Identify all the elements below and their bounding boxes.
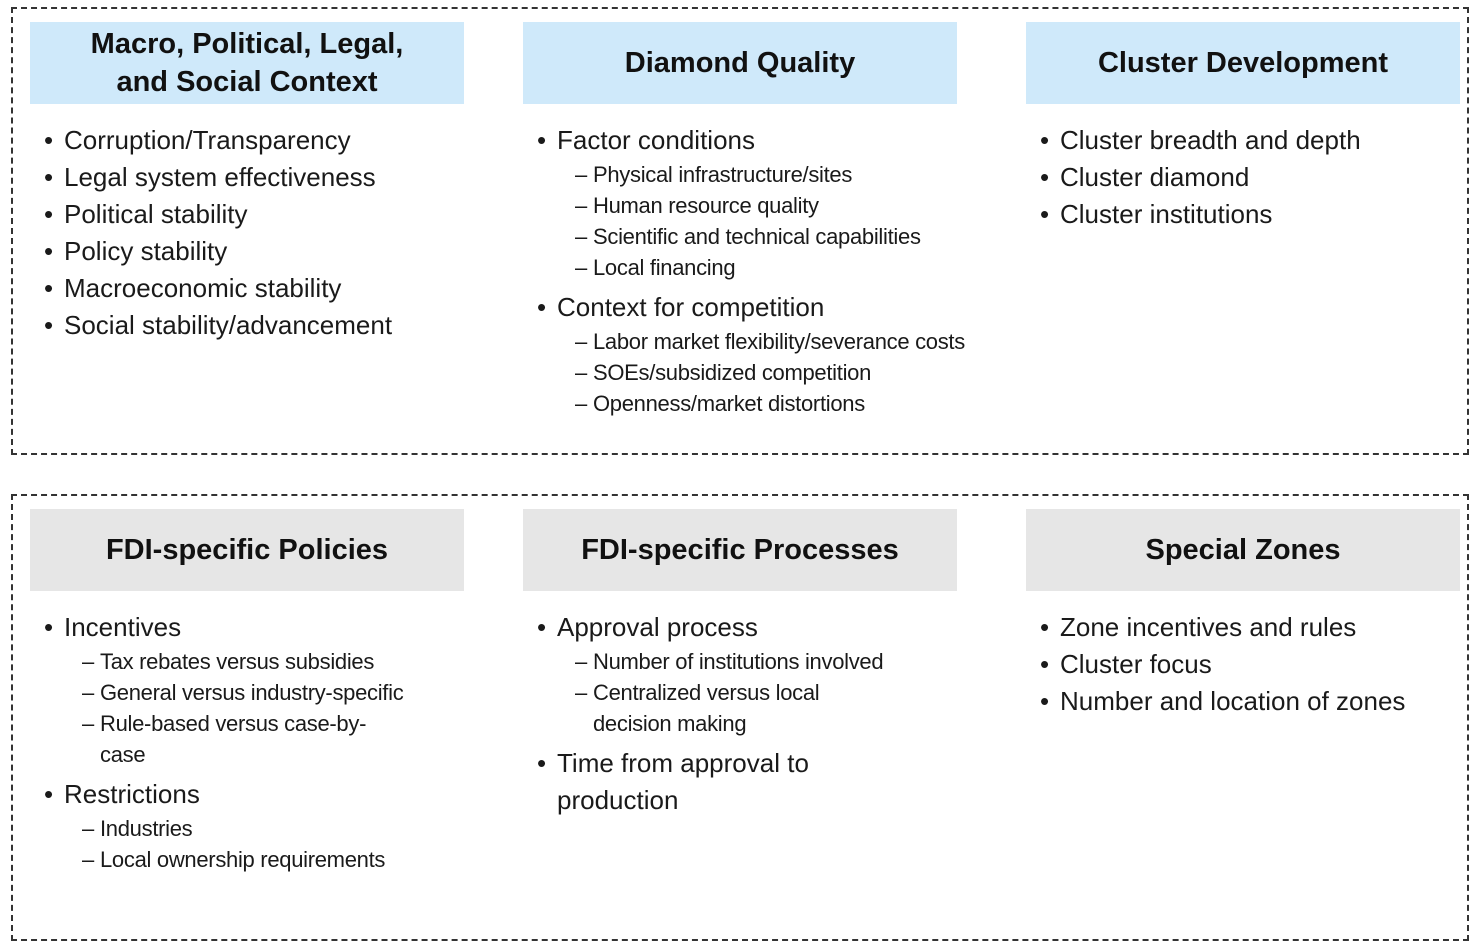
list-item: Time from approval to production <box>523 745 847 819</box>
sub-list-item: General versus industry-specific <box>64 677 444 708</box>
sub-list-item: Tax rebates versus subsidies <box>64 646 444 677</box>
sub-list-item: Physical infrastructure/sites <box>557 159 1003 190</box>
list-item: Cluster institutions <box>1026 196 1460 233</box>
diamond-quality-title: Diamond Quality <box>624 47 856 79</box>
sub-list-item: Labor market flexibility/severance costs <box>557 326 1003 357</box>
list-item: Cluster focus <box>1026 646 1460 683</box>
sub-list-item: Number of institutions involved <box>557 646 957 677</box>
context-panel: Macro, Political, Legal, and Social Cont… <box>11 7 1469 455</box>
fdi-panel: FDI-specific Policies Incentives Tax reb… <box>11 494 1469 941</box>
sub-list: Tax rebates versus subsidies General ver… <box>64 646 444 770</box>
list-item-label: Incentives <box>64 612 182 642</box>
list-item-label: Factor conditions <box>557 125 755 155</box>
fdi-processes-header: FDI-specific Processes <box>523 509 957 591</box>
sub-list-item: Local ownership requirements <box>64 844 464 875</box>
cluster-development-title: Cluster Development <box>1097 47 1389 79</box>
fdi-policies-list: Incentives Tax rebates versus subsidies … <box>30 609 464 881</box>
sub-list: Labor market flexibility/severance costs… <box>557 326 1003 419</box>
macro-context-list: Corruption/Transparency Legal system eff… <box>30 122 464 344</box>
sub-list-item: Human resource quality <box>557 190 1003 221</box>
macro-context-header: Macro, Political, Legal, and Social Cont… <box>30 22 464 104</box>
list-item: Cluster diamond <box>1026 159 1460 196</box>
sub-list: Industries Local ownership requirements <box>64 813 464 875</box>
list-item: Number and location of zones <box>1026 683 1460 720</box>
sub-list-item: Openness/market distortions <box>557 388 1003 419</box>
list-item: Factor conditions Physical infrastructur… <box>523 122 1003 283</box>
fdi-policies-title: FDI-specific Policies <box>105 534 389 566</box>
list-item: Policy stability <box>30 233 464 270</box>
sub-list-item: Local financing <box>557 252 1003 283</box>
list-item: Political stability <box>30 196 464 233</box>
list-item-label: Restrictions <box>64 779 200 809</box>
list-item: Zone incentives and rules <box>1026 609 1460 646</box>
sub-list: Physical infrastructure/sites Human reso… <box>557 159 1003 283</box>
sub-list-item: Scientific and technical capabilities <box>557 221 1003 252</box>
sub-list-item: SOEs/subsidized competition <box>557 357 1003 388</box>
special-zones-list: Zone incentives and rules Cluster focus … <box>1026 609 1460 720</box>
cluster-development-list: Cluster breadth and depth Cluster diamon… <box>1026 122 1460 233</box>
list-item: Approval process Number of institutions … <box>523 609 957 739</box>
sub-list: Number of institutions involved Centrali… <box>557 646 957 739</box>
diamond-quality-header: Diamond Quality <box>523 22 957 104</box>
diamond-quality-list: Factor conditions Physical infrastructur… <box>523 122 1003 425</box>
list-item: Macroeconomic stability <box>30 270 464 307</box>
list-item: Context for competition Labor market fle… <box>523 289 1003 419</box>
list-item-label: Context for competition <box>557 292 825 322</box>
sub-list-item: Centralized versus local decision making <box>557 677 853 739</box>
list-item: Legal system effectiveness <box>30 159 464 196</box>
fdi-processes-title: FDI-specific Processes <box>581 534 899 566</box>
sub-list-item: Industries <box>64 813 464 844</box>
sub-list-item: Rule-based versus case-by-case <box>64 708 400 770</box>
fdi-policies-header: FDI-specific Policies <box>30 509 464 591</box>
macro-context-title: Macro, Political, Legal, and Social Cont… <box>90 28 404 98</box>
fdi-processes-list: Approval process Number of institutions … <box>523 609 957 819</box>
cluster-development-header: Cluster Development <box>1026 22 1460 104</box>
list-item: Corruption/Transparency <box>30 122 464 159</box>
special-zones-title: Special Zones <box>1145 534 1341 566</box>
special-zones-header: Special Zones <box>1026 509 1460 591</box>
list-item: Restrictions Industries Local ownership … <box>30 776 464 875</box>
list-item: Cluster breadth and depth <box>1026 122 1460 159</box>
list-item: Social stability/advancement <box>30 307 464 344</box>
list-item-label: Approval process <box>557 612 758 642</box>
list-item: Incentives Tax rebates versus subsidies … <box>30 609 464 770</box>
